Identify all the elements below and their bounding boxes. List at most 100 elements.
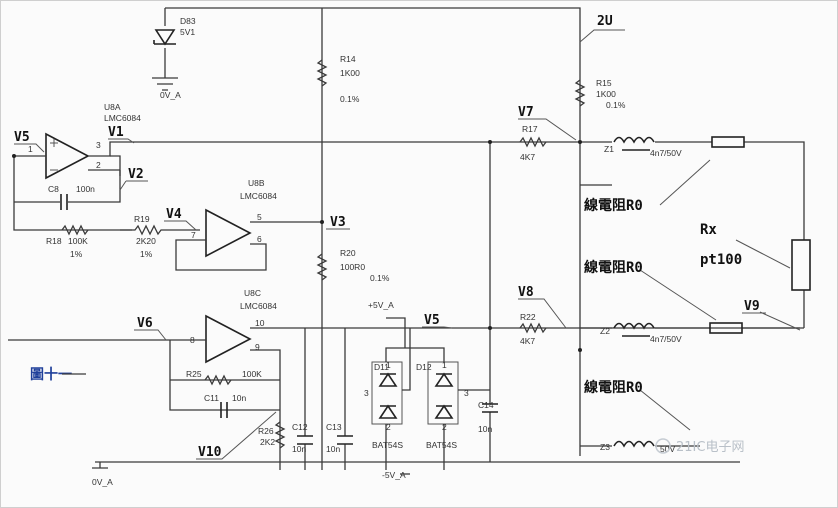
svg-text:Z1: Z1 (604, 144, 614, 154)
svg-text:4K7: 4K7 (520, 336, 535, 346)
svg-text:4n7/50V: 4n7/50V (650, 334, 682, 344)
leader-r0-3 (639, 389, 691, 431)
svg-text:V6: V6 (137, 316, 153, 331)
svg-text:C11: C11 (204, 393, 219, 403)
svg-text:1%: 1% (70, 249, 83, 259)
svg-text:Rx: Rx (700, 222, 717, 238)
rtd-pt100 (791, 239, 811, 291)
svg-text:R14: R14 (340, 54, 356, 64)
svg-text:2: 2 (386, 422, 391, 432)
capacitor-c8: C8 100n (14, 170, 121, 210)
resistor-r20: R20 100R0 0.1% (316, 248, 390, 283)
svg-text:5V1: 5V1 (180, 27, 195, 37)
resistor-r15: R15 1K00 0.1% (574, 78, 626, 110)
svg-text:1%: 1% (140, 249, 153, 259)
diode-pair-d12: D12 3 1 2 BAT54S (416, 360, 469, 450)
wire-diodes (385, 317, 490, 470)
svg-text:R17: R17 (522, 124, 538, 134)
svg-text:5: 5 (257, 212, 262, 222)
svg-text:9: 9 (255, 342, 260, 352)
resistor-r25: R25 100K (186, 369, 262, 386)
svg-text:D11: D11 (374, 362, 389, 372)
svg-text:V3: V3 (330, 215, 346, 230)
svg-text:BAT54S: BAT54S (426, 440, 457, 450)
leader-v9 (759, 311, 801, 331)
figure-caption: 圖十一 (30, 366, 86, 383)
resistor-r19: R19 2K20 1% (120, 214, 200, 259)
svg-text:1K00: 1K00 (340, 68, 360, 78)
capacitor-c11: C11 10n (204, 393, 246, 418)
capacitor-c12: C12 10n (292, 328, 313, 470)
svg-text:100R0: 100R0 (340, 262, 365, 272)
svg-text:R15: R15 (596, 78, 612, 88)
svg-text:C13: C13 (326, 422, 342, 432)
svg-text:1: 1 (386, 360, 391, 370)
opamp-u8b: 5 6 7 U8B LMC6084 (191, 178, 277, 258)
svg-text:10: 10 (255, 318, 265, 328)
diode-pair-d11: D11 3 1 2 BAT54S (364, 360, 403, 450)
svg-text:V1: V1 (108, 125, 124, 140)
lead-resistor-2 (709, 322, 743, 334)
choke-z1: Z1 4n7/50V (604, 136, 682, 158)
svg-text:4n7/50V: 4n7/50V (650, 148, 682, 158)
svg-text:4K7: 4K7 (520, 152, 535, 162)
leader-r0-2 (639, 269, 717, 321)
leader-rx (735, 239, 791, 269)
svg-text:0.1%: 0.1% (370, 273, 390, 283)
svg-text:2K2: 2K2 (260, 437, 275, 447)
svg-text:線電阻R0: 線電阻R0 (584, 259, 643, 276)
svg-text:U8A: U8A (104, 102, 121, 112)
svg-text:C14: C14 (478, 400, 494, 410)
svg-text:50V: 50V (660, 444, 675, 454)
wire-u8b (175, 221, 322, 271)
svg-text:10n: 10n (326, 444, 340, 454)
zener-diode-d83: D83 5V1 0V_A (153, 16, 196, 100)
svg-text:U8C: U8C (244, 288, 261, 298)
annotations: 線電阻R0 線電阻R0 線電阻R0 Rx pt100 (584, 197, 742, 396)
svg-text:0V_A: 0V_A (160, 90, 181, 100)
svg-text:pt100: pt100 (700, 252, 742, 268)
resistor-r18: R18 100K 1% (46, 224, 89, 259)
svg-text:V5: V5 (14, 130, 30, 145)
svg-text:7: 7 (191, 230, 196, 240)
svg-text:2: 2 (96, 160, 101, 170)
svg-text:0V_A: 0V_A (92, 477, 113, 487)
svg-text:21IC电子网: 21IC电子网 (676, 440, 744, 455)
svg-text:BAT54S: BAT54S (372, 440, 403, 450)
svg-text:6: 6 (257, 234, 262, 244)
wire-u8c-fb (169, 340, 281, 470)
leader-r0-1 (659, 159, 711, 206)
svg-text:V9: V9 (744, 299, 760, 314)
svg-text:R25: R25 (186, 369, 202, 379)
svg-text:0.1%: 0.1% (606, 100, 626, 110)
resistor-r17: R17 4K7 (519, 124, 547, 162)
wire-u8a-fb (88, 155, 121, 176)
svg-text:LMC6084: LMC6084 (240, 191, 277, 201)
svg-text:R19: R19 (134, 214, 150, 224)
svg-text:2K20: 2K20 (136, 236, 156, 246)
opamp-u8a: 3 2 1 U8A LMC6084 (28, 102, 141, 180)
svg-text:100n: 100n (76, 184, 95, 194)
svg-text:線電阻R0: 線電阻R0 (584, 197, 643, 214)
net-2u: 2U (579, 14, 625, 43)
svg-text:10n: 10n (232, 393, 246, 403)
svg-text:10n: 10n (478, 424, 492, 434)
svg-text:LMC6084: LMC6084 (240, 301, 277, 311)
signal-labels: V5 V1 V2 V4 V3 V6 V5 V7 V8 V9 V10 (14, 105, 766, 460)
svg-text:U8B: U8B (248, 178, 265, 188)
svg-text:3: 3 (96, 140, 101, 150)
svg-text:R26: R26 (258, 426, 274, 436)
svg-text:1: 1 (28, 144, 33, 154)
svg-text:2U: 2U (597, 14, 613, 29)
svg-text:R20: R20 (340, 248, 356, 258)
svg-text:線電阻R0: 線電阻R0 (584, 379, 643, 396)
opamp-u8c: 10 9 8 U8C LMC6084 (190, 288, 277, 364)
resistor-r26: R26 2K2 (258, 421, 286, 449)
svg-text:V8: V8 (518, 285, 534, 300)
svg-text:-5V_A: -5V_A (382, 470, 406, 480)
svg-text:圖十一: 圖十一 (30, 366, 72, 383)
svg-text:D12: D12 (416, 362, 432, 372)
svg-text:Z3: Z3 (600, 442, 610, 452)
